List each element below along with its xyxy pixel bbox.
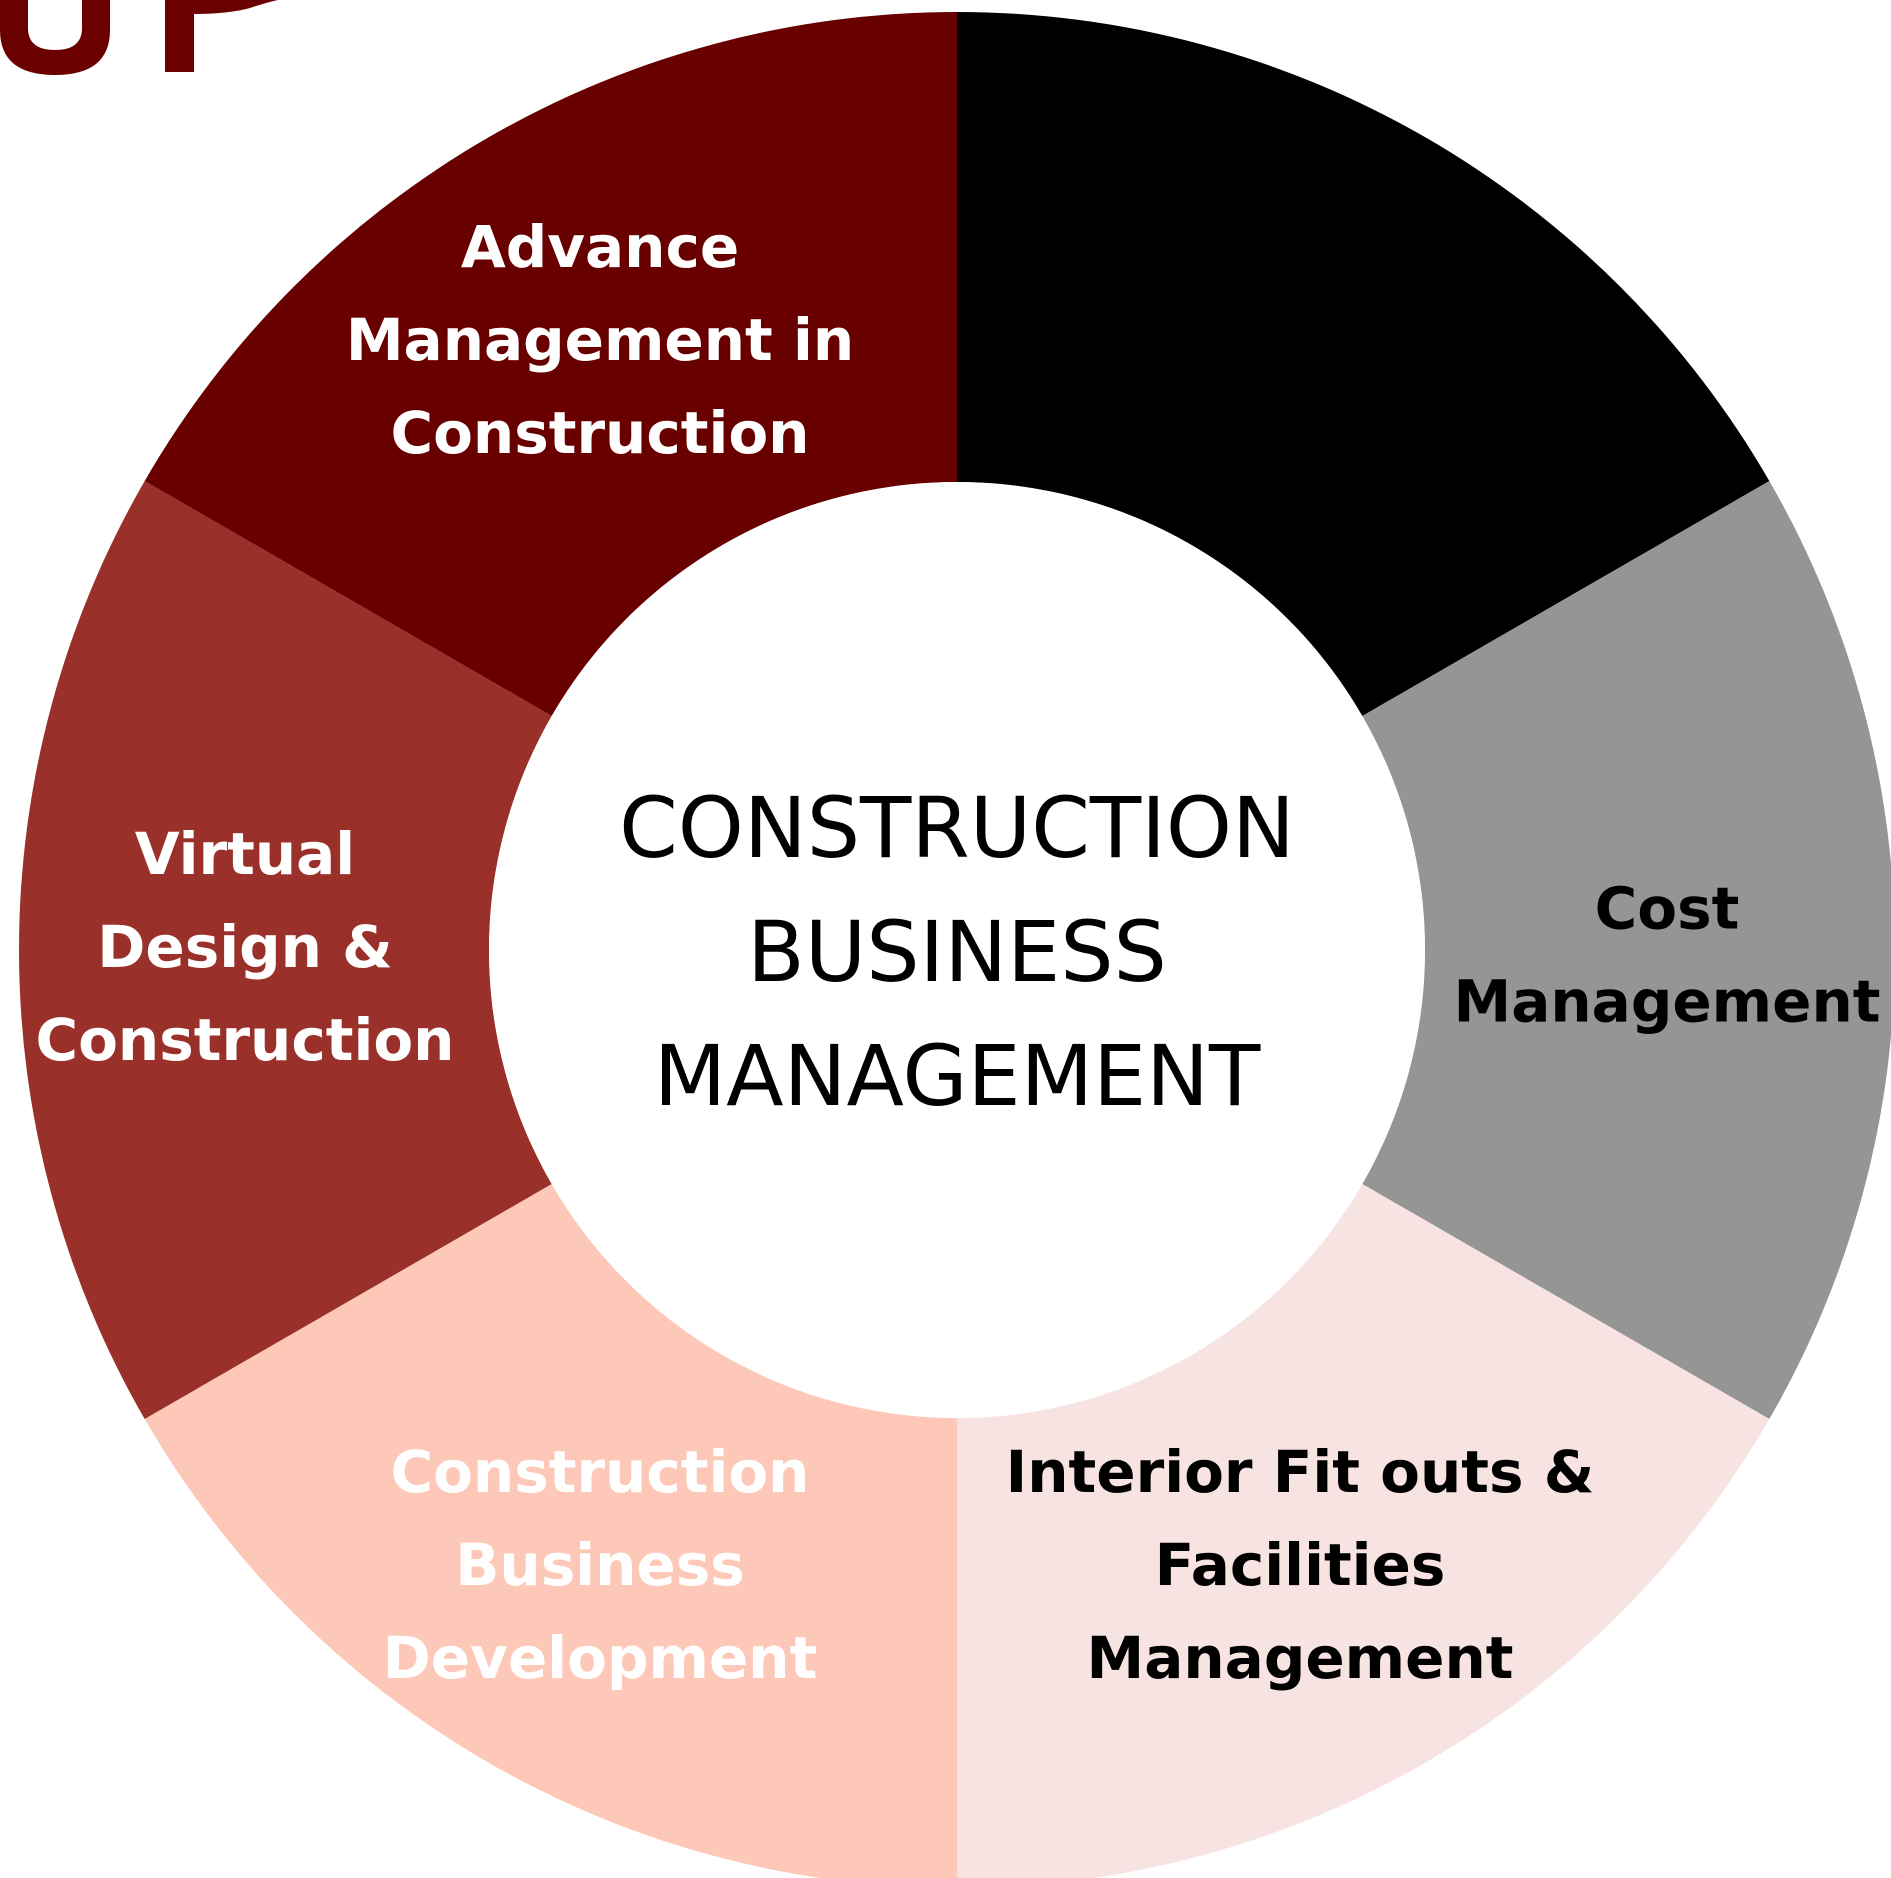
segment-advance-management: [957, 12, 1770, 716]
logo-fragment: [0, 0, 278, 75]
center-title: CONSTRUCTION BUSINESS MANAGEMENT: [619, 779, 1295, 1125]
segment-cost-management: [957, 1184, 1770, 1878]
segment-label-project-management-line-2: Management: [1087, 353, 1514, 421]
segment-label-business-development-line-2: Business: [455, 1531, 745, 1599]
segment-business-development: [18, 481, 552, 1419]
segment-label-advance-management-line-1: Advance: [461, 213, 739, 281]
segment-project-management: [1362, 481, 1891, 1419]
segment-interior-fitouts: [144, 1184, 957, 1878]
segment-label-advance-management-line-3: Construction: [391, 399, 810, 467]
segments-group: [18, 12, 1891, 1878]
segment-label-virtual-design-line-2: Design &: [97, 913, 392, 981]
center-title-line-1: CONSTRUCTION: [619, 779, 1295, 877]
logo-letter-u: [0, 0, 110, 75]
segment-label-cost-management-line-2: Management: [1454, 968, 1881, 1036]
segment-label-virtual-design-line-1: Virtual: [135, 820, 355, 888]
segment-label-project-management-line-1: Project: [1184, 260, 1416, 328]
segment-label-interior-fitouts-line-3: Management: [1087, 1624, 1514, 1692]
segment-virtual-design: [144, 12, 958, 716]
segment-label-interior-fitouts-line-2: Facilities: [1155, 1531, 1446, 1599]
logo-letter-p: [165, 0, 278, 72]
segment-label-virtual-design-line-3: Construction: [36, 1006, 455, 1074]
segment-label-advance-management-line-2: Management in: [346, 306, 854, 374]
center-title-line-3: MANAGEMENT: [654, 1027, 1261, 1125]
segment-label-business-development-line-1: Construction: [391, 1438, 810, 1506]
segment-label-interior-fitouts-line-1: Interior Fit outs &: [1006, 1438, 1595, 1506]
center-circle: [489, 482, 1425, 1418]
segment-label-business-development-line-3: Development: [383, 1624, 818, 1692]
center-title-line-2: BUSINESS: [747, 903, 1167, 1001]
segment-label-cost-management-line-1: Cost: [1595, 875, 1740, 943]
